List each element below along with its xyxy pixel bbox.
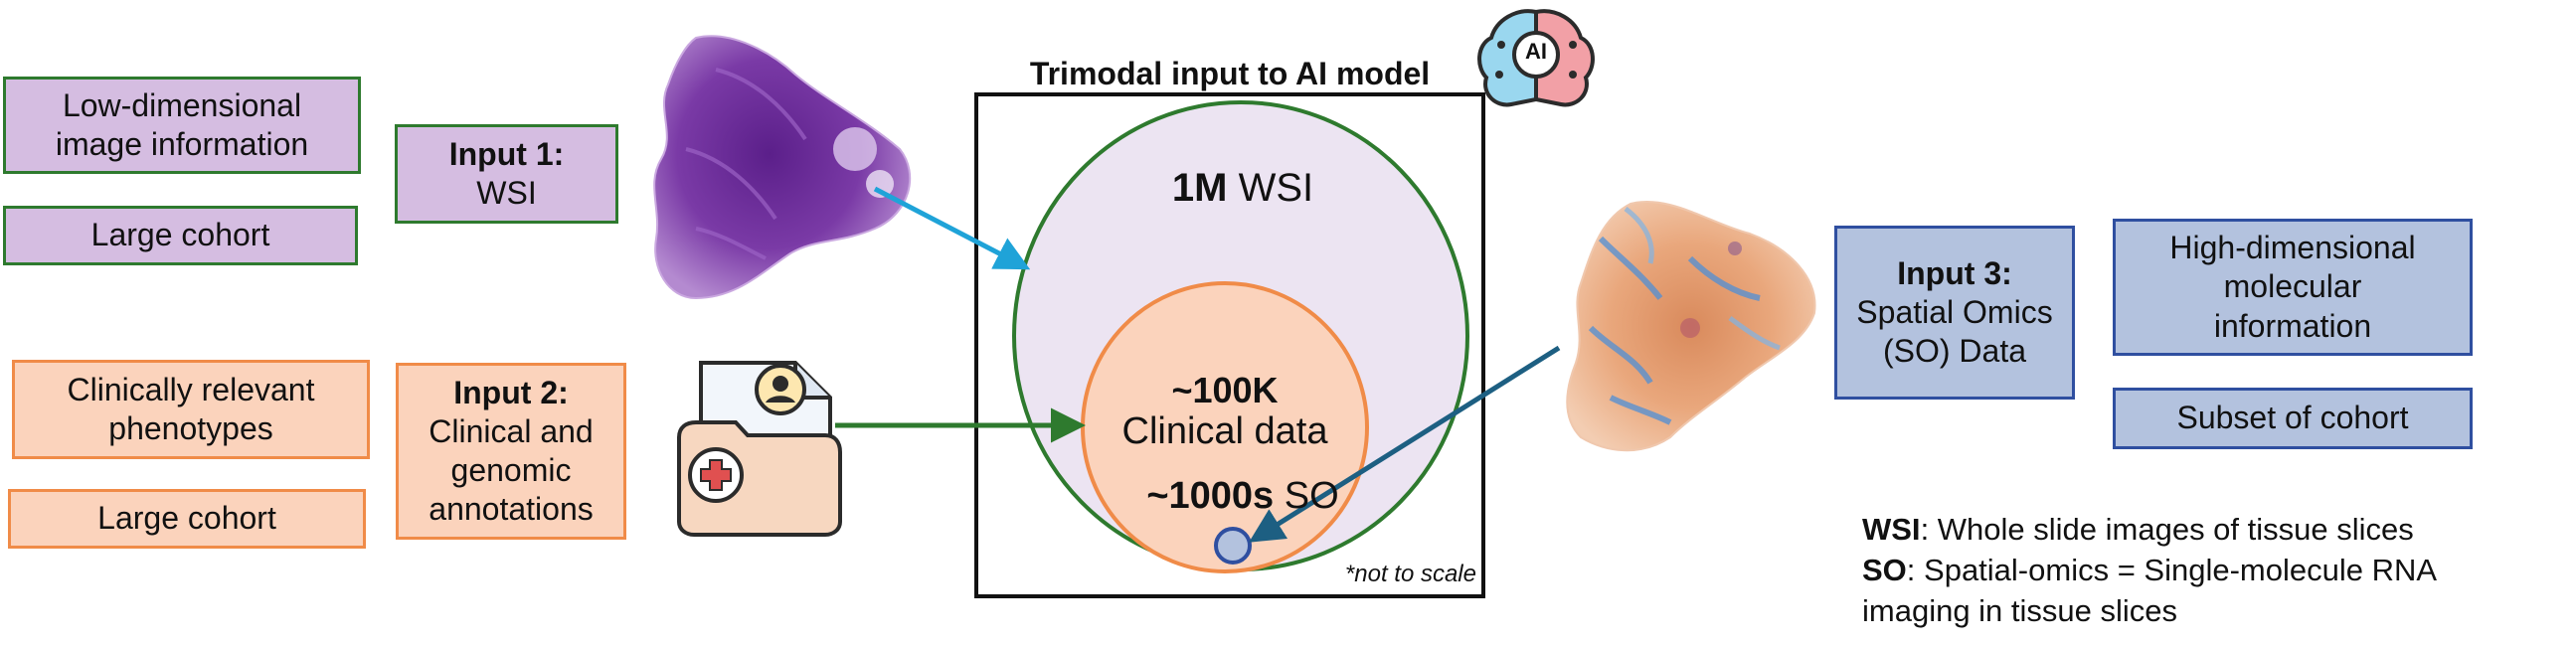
arrow-so xyxy=(1249,345,1561,543)
clinical-pheno-box: Clinically relevant phenotypes xyxy=(12,360,370,459)
input1-subtitle: WSI xyxy=(476,175,537,211)
clinical-circle-label: ~100K Clinical data xyxy=(1086,370,1364,454)
low-dim-box: Low-dimensional image information xyxy=(3,77,361,174)
large-cohort-box-2: Large cohort xyxy=(8,489,366,549)
subset-cohort-text: Subset of cohort xyxy=(2176,400,2409,436)
clinical-label: Clinical data xyxy=(1121,410,1328,453)
large-cohort-box-1: Large cohort xyxy=(3,206,358,265)
scale-note: *not to scale xyxy=(1344,561,1476,587)
ai-badge-label: AI xyxy=(1525,39,1547,64)
legend-wsi: WSI: Whole slide images of tissue slices xyxy=(1862,509,2558,550)
input3-box: Input 3: Spatial Omics (SO) Data xyxy=(1834,226,2075,400)
so-tissue-image xyxy=(1566,201,1816,452)
so-circle-label: ~1000s SO xyxy=(1123,475,1362,518)
ai-brain-icon xyxy=(1477,9,1595,107)
legend-wsi-def: : Whole slide images of tissue slices xyxy=(1920,512,2414,547)
so-circle xyxy=(1214,527,1252,565)
high-dim-text: High-dimensional molecular information xyxy=(2169,230,2416,344)
input1-title: Input 1: xyxy=(448,135,565,172)
legend-so: SO: Spatial-omics = Single-molecule RNA xyxy=(1862,550,2558,590)
large-cohort-text-2: Large cohort xyxy=(97,500,276,537)
so-label: SO xyxy=(1284,475,1339,517)
input1-box: Input 1: WSI xyxy=(395,124,618,224)
legend-so-abbr: SO xyxy=(1862,553,1907,588)
subset-cohort-box: Subset of cohort xyxy=(2113,388,2473,449)
wsi-circle-label: 1M WSI xyxy=(1094,166,1392,211)
legend: WSI: Whole slide images of tissue slices… xyxy=(1862,509,2558,632)
so-count: ~1000s xyxy=(1146,475,1275,517)
wsi-label: WSI xyxy=(1238,166,1314,210)
clinical-folder-icon xyxy=(677,361,842,537)
high-dim-box: High-dimensional molecular information xyxy=(2113,219,2473,356)
wsi-count: 1M xyxy=(1171,166,1228,210)
legend-so-def: : Spatial-omics = Single-molecule RNA xyxy=(1906,553,2438,588)
input2-subtitle: Clinical and genomic annotations xyxy=(429,412,594,528)
clinical-count: ~100K xyxy=(1171,370,1279,410)
large-cohort-text-1: Large cohort xyxy=(90,217,270,253)
input3-subtitle: Spatial Omics (SO) Data xyxy=(1856,293,2053,370)
wsi-tissue-image xyxy=(653,35,912,300)
legend-so-cont: imaging in tissue slices xyxy=(1862,593,2178,629)
clinical-pheno-text: Clinically relevant phenotypes xyxy=(67,371,315,446)
input2-title: Input 2: xyxy=(453,374,569,410)
input2-box: Input 2: Clinical and genomic annotation… xyxy=(396,363,626,540)
low-dim-text: Low-dimensional image information xyxy=(55,86,309,162)
model-title: Trimodal input to AI model xyxy=(1029,56,1431,91)
arrow-wsi xyxy=(873,186,1031,270)
input3-title: Input 3: xyxy=(1897,254,2012,291)
legend-wsi-abbr: WSI xyxy=(1862,512,1921,547)
